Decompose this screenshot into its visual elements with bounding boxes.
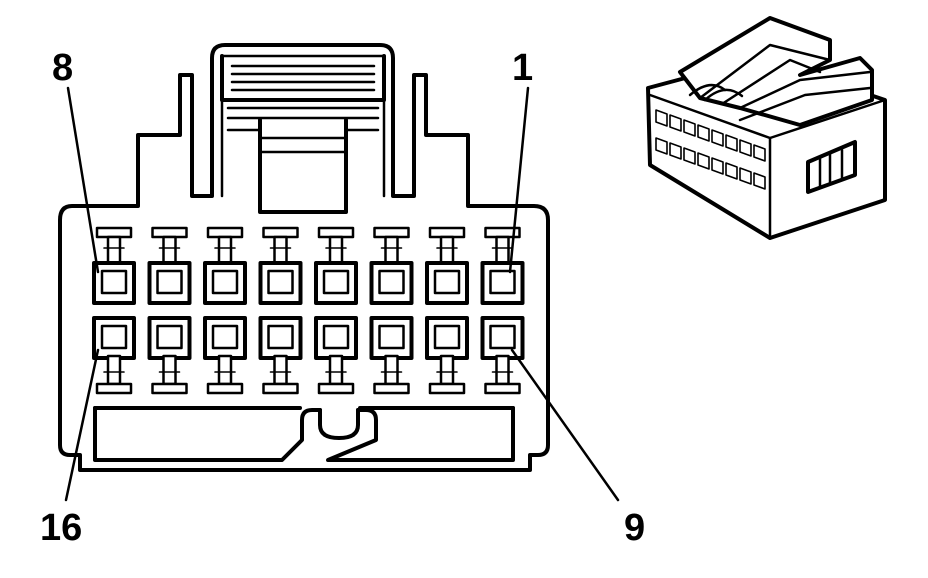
iso-cavity (669, 142, 682, 160)
cavity-bottom (258, 316, 303, 395)
cavity-top (369, 226, 414, 305)
iso-cavity (739, 139, 752, 157)
leader-line-16 (64, 348, 100, 502)
connector-keying (78, 406, 532, 472)
cavity-top (314, 226, 358, 305)
bottom-row-cavities (92, 316, 525, 395)
iso-cavity (669, 114, 682, 132)
iso-cavity (725, 162, 738, 180)
locking-latch (220, 54, 386, 214)
cavity-bottom (147, 316, 192, 395)
iso-cavity (697, 124, 710, 142)
iso-cavity (711, 129, 724, 147)
connector-isometric-view (646, 16, 887, 240)
cavity-top (92, 226, 136, 305)
cavity-bottom (425, 316, 469, 395)
leader-line-9 (510, 348, 620, 502)
iso-cavity (655, 137, 668, 155)
cavity-bottom (203, 316, 247, 395)
iso-cavity (711, 157, 724, 175)
cavity-top (203, 226, 247, 305)
iso-cavity (683, 119, 696, 137)
iso-cavity (753, 172, 766, 190)
pin-label-8: 8 (52, 47, 73, 89)
iso-cavity-grid (655, 109, 766, 190)
cavity-top (147, 226, 192, 305)
connector-housing-outline (58, 43, 550, 472)
iso-cavity (739, 167, 752, 185)
iso-cavity (753, 144, 766, 162)
cavity-bottom (92, 316, 136, 395)
cavity-bottom (480, 316, 525, 395)
iso-side-window (806, 140, 857, 194)
iso-cavity (697, 152, 710, 170)
pin-label-9: 9 (624, 507, 645, 549)
connector-face-view: 8 1 16 9 (40, 43, 645, 549)
iso-cavity (655, 109, 668, 127)
cavity-top (480, 226, 525, 305)
top-row-cavities (92, 226, 525, 305)
iso-cavity (725, 134, 738, 152)
cavity-top (425, 226, 469, 305)
iso-latch (678, 16, 874, 127)
leader-line-1 (508, 86, 530, 274)
leader-line-8 (66, 86, 100, 274)
cavity-top (258, 226, 303, 305)
iso-cavity (683, 147, 696, 165)
cavity-bottom (314, 316, 358, 395)
pin-label-1: 1 (512, 47, 533, 89)
cavity-bottom (369, 316, 414, 395)
pin-label-16: 16 (40, 507, 82, 549)
